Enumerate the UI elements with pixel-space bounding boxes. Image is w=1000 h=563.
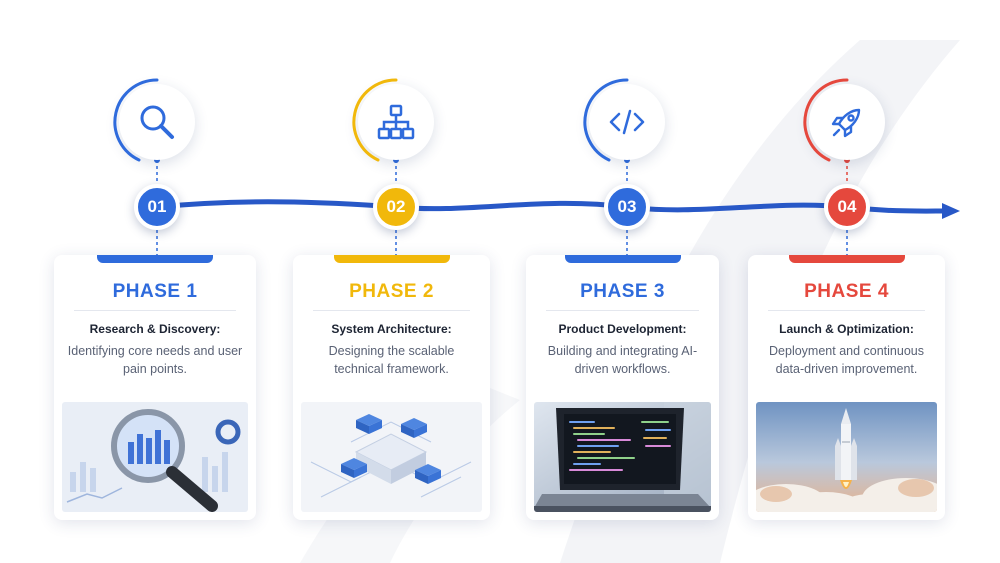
phase-1-image [62, 402, 248, 512]
phase-3-label: PHASE 3 [580, 281, 665, 302]
rocket-icon [831, 108, 861, 138]
phase-2-title: System Architecture: [331, 322, 452, 336]
phase-2-card: PHASE 2 System Architecture: Designing t… [293, 255, 490, 520]
phase-2-icon-circle [358, 84, 434, 160]
phase-3-icon-circle [589, 84, 665, 160]
phase-4-node: 04 [824, 184, 870, 230]
phase-3-card-accent [564, 255, 681, 263]
hierarchy-icon [377, 104, 415, 140]
phase-3-number: 03 [617, 197, 637, 216]
phase-1-icon-arc [113, 78, 159, 162]
phase-1-number: 01 [147, 197, 167, 216]
phase-4-icon-arc [803, 78, 849, 162]
phase-3-title: Product Development: [558, 322, 687, 336]
phase-2-icon-arc [352, 78, 398, 162]
phase-4-image [756, 402, 937, 512]
phase-4-divider [768, 310, 925, 311]
timeline-arrowhead [942, 203, 960, 219]
phase-1-divider [74, 310, 236, 311]
phase-4-card-accent [788, 255, 905, 263]
phase-3-icon-arc [583, 78, 629, 162]
phase-2-description: Designing the scalable technical framewo… [328, 344, 455, 376]
phase-4-number: 04 [837, 197, 857, 216]
phase-2-image [301, 402, 482, 512]
phase-2-label: PHASE 2 [349, 281, 434, 302]
phase-2-card-accent [333, 255, 450, 263]
phase-4-label: PHASE 4 [804, 281, 889, 302]
phase-3-card: PHASE 3 Product Development: Building an… [526, 255, 719, 520]
phase-1-card: PHASE 1 Research & Discovery: Identifyin… [54, 255, 256, 520]
phase-1-card-accent [97, 255, 213, 263]
phase-4-description: Deployment and continuous data-driven im… [769, 344, 924, 376]
phase-1-description: Identifying core needs and user pain poi… [67, 344, 243, 376]
phase-4-title: Launch & Optimization: [779, 322, 914, 336]
code-icon [609, 109, 645, 135]
phase-1-title: Research & Discovery: [89, 322, 221, 336]
phase-4-icon-circle [809, 84, 885, 160]
phase-3-image [534, 402, 711, 512]
phase-2-number: 02 [386, 197, 406, 216]
magnifying-glass-icon [140, 105, 174, 139]
phase-1-node: 01 [134, 184, 180, 230]
phase-3-node: 03 [604, 184, 650, 230]
phase-1-icon-circle [119, 84, 195, 160]
phase-4-card: PHASE 4 Launch & Optimization: Deploymen… [748, 255, 945, 520]
phase-3-divider [546, 310, 699, 311]
phase-2-divider [313, 310, 470, 311]
phase-1-label: PHASE 1 [112, 281, 198, 302]
phase-2-node: 02 [373, 184, 419, 230]
phase-3-description: Building and integrating AI-driven workf… [547, 344, 698, 376]
